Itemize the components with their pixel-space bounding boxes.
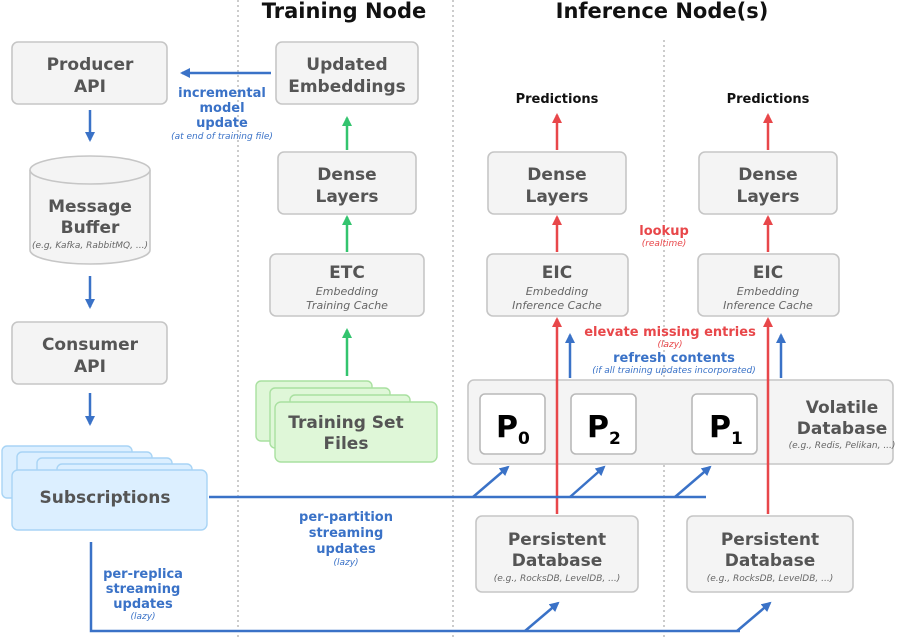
elevate-label: elevate missing entries (lazy) — [584, 325, 756, 350]
header-training-node: Training Node — [262, 0, 426, 23]
svg-text:(realtime): (realtime) — [642, 239, 687, 249]
persistent-database-left: Persistent Database (e.g., RocksDB, Leve… — [475, 515, 639, 593]
svg-text:1: 1 — [731, 429, 743, 449]
svg-text:Message: Message — [48, 197, 132, 217]
svg-text:Updated: Updated — [306, 55, 387, 75]
consumer-api-box: Consumer API — [11, 321, 168, 385]
incremental-update-label: incremental model update (at end of trai… — [171, 86, 273, 142]
svg-text:lookup: lookup — [639, 224, 689, 239]
producer-api-box: Producer API — [11, 41, 168, 105]
svg-text:Consumer: Consumer — [42, 335, 139, 355]
svg-text:(at end of training file): (at end of training file) — [171, 132, 273, 142]
svg-text:EIC: EIC — [542, 263, 572, 283]
svg-text:per-replica: per-replica — [103, 567, 183, 582]
per-partition-label: per-partition streaming updates (lazy) — [299, 510, 393, 568]
svg-text:Database: Database — [512, 551, 602, 571]
updated-embeddings-box: Updated Embeddings — [275, 41, 419, 105]
svg-text:P: P — [587, 410, 609, 445]
persistent-database-right: Persistent Database (e.g., RocksDB, Leve… — [686, 515, 854, 593]
svg-text:API: API — [74, 357, 106, 377]
eic-box-left: EIC Embedding Inference Cache — [486, 253, 629, 317]
svg-text:model: model — [199, 101, 244, 116]
partition-p0: P 0 — [479, 393, 546, 455]
svg-text:(lazy): (lazy) — [130, 612, 155, 622]
subscriptions-stack: Subscriptions — [1, 445, 208, 531]
svg-text:Files: Files — [324, 434, 369, 454]
svg-text:elevate missing entries: elevate missing entries — [584, 325, 756, 340]
svg-text:Dense: Dense — [527, 165, 586, 185]
svg-text:Layers: Layers — [316, 187, 379, 207]
svg-text:Training Cache: Training Cache — [306, 299, 388, 312]
svg-text:Volatile: Volatile — [806, 398, 879, 418]
arrow-stream-to-p1 — [674, 465, 712, 498]
svg-text:streaming: streaming — [309, 526, 384, 541]
arrow-replica-to-persistent-left — [524, 601, 560, 632]
inference-dense-layers-left: Dense Layers — [487, 151, 627, 215]
svg-text:P: P — [709, 410, 731, 445]
refresh-label: refresh contents (if all training update… — [592, 351, 756, 376]
svg-text:update: update — [196, 116, 248, 131]
svg-text:2: 2 — [609, 429, 621, 449]
svg-text:API: API — [74, 77, 106, 97]
training-dense-layers-box: Dense Layers — [277, 151, 417, 215]
svg-text:(e.g., Redis, Pelikan, ...): (e.g., Redis, Pelikan, ...) — [789, 441, 896, 451]
svg-text:streaming: streaming — [106, 582, 181, 597]
partition-p2: P 2 — [570, 393, 637, 455]
arrow-replica-to-persistent-right — [736, 601, 772, 632]
lookup-label: lookup (realtime) — [639, 224, 689, 249]
svg-text:Buffer: Buffer — [61, 218, 120, 238]
svg-text:Embeddings: Embeddings — [288, 77, 406, 97]
partition-p1: P 1 — [691, 393, 758, 455]
svg-text:Training Set: Training Set — [288, 413, 403, 433]
svg-text:Persistent: Persistent — [508, 530, 606, 550]
inference-dense-layers-right: Dense Layers — [698, 151, 838, 215]
svg-text:Inference Cache: Inference Cache — [723, 299, 813, 312]
svg-text:incremental: incremental — [178, 86, 266, 101]
svg-text:(e.g., RocksDB, LevelDB, ...): (e.g., RocksDB, LevelDB, ...) — [494, 574, 620, 584]
arrow-stream-to-p0 — [472, 465, 510, 498]
svg-text:Persistent: Persistent — [721, 530, 819, 550]
etc-box: ETC Embedding Training Cache — [269, 253, 425, 317]
svg-text:Dense: Dense — [738, 165, 797, 185]
svg-text:Embedding: Embedding — [737, 285, 799, 298]
svg-text:(lazy): (lazy) — [657, 340, 682, 350]
message-buffer-cylinder: Message Buffer (e.g, Kafka, RabbitMQ, ..… — [29, 155, 151, 265]
svg-text:ETC: ETC — [329, 263, 365, 283]
svg-text:Embedding: Embedding — [526, 285, 588, 298]
svg-text:refresh contents: refresh contents — [613, 351, 735, 366]
svg-text:Layers: Layers — [737, 187, 800, 207]
svg-text:(if all training updates incor: (if all training updates incorporated) — [592, 366, 756, 376]
svg-text:(e.g., RocksDB, LevelDB, ...): (e.g., RocksDB, LevelDB, ...) — [707, 574, 833, 584]
per-replica-label: per-replica streaming updates (lazy) — [103, 567, 183, 622]
svg-text:per-partition: per-partition — [299, 510, 393, 525]
svg-text:updates: updates — [316, 542, 376, 557]
svg-text:Embedding: Embedding — [316, 285, 378, 298]
subscriptions-label: Subscriptions — [40, 488, 171, 508]
per-replica-stream-line — [89, 542, 740, 633]
svg-text:Database: Database — [797, 419, 887, 439]
arrow-stream-to-p2 — [569, 465, 606, 498]
svg-text:Producer: Producer — [47, 55, 134, 75]
predictions-label-left: Predictions — [516, 92, 599, 107]
svg-text:(lazy): (lazy) — [333, 558, 358, 568]
svg-text:Dense: Dense — [317, 165, 376, 185]
svg-text:Layers: Layers — [526, 187, 589, 207]
svg-text:EIC: EIC — [753, 263, 783, 283]
predictions-label-right: Predictions — [727, 92, 810, 107]
eic-box-right: EIC Embedding Inference Cache — [697, 253, 840, 317]
svg-text:Database: Database — [725, 551, 815, 571]
svg-text:Inference Cache: Inference Cache — [512, 299, 602, 312]
svg-text:0: 0 — [518, 429, 530, 449]
svg-text:(e.g, Kafka, RabbitMQ, ...): (e.g, Kafka, RabbitMQ, ...) — [32, 241, 148, 251]
svg-text:updates: updates — [113, 597, 173, 612]
training-set-files-stack: Training Set Files — [255, 380, 438, 463]
svg-text:P: P — [496, 410, 518, 445]
header-inference-nodes: Inference Node(s) — [556, 0, 769, 23]
